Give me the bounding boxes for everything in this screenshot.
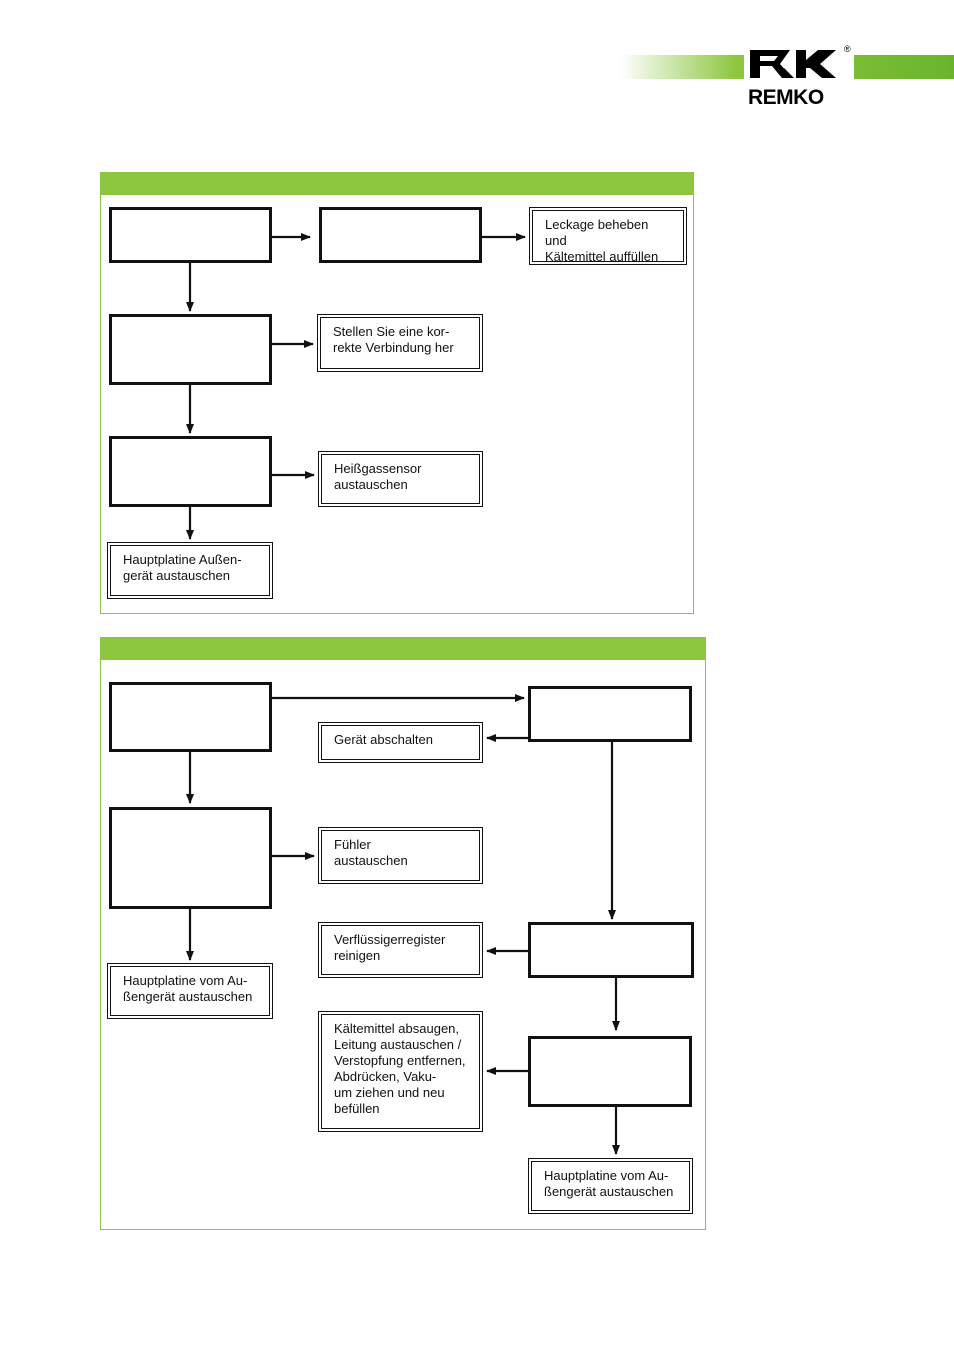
p1-action-replace-mainboard: Hauptplatine Außen- gerät austauschen xyxy=(107,542,273,599)
p2-action-clean-condenser: Verflüssigerregister reinigen xyxy=(318,922,483,978)
p1-action-fix-leak-text: Leckage beheben und Kältemittel auffülle… xyxy=(532,210,684,264)
p2-action-replace-mainboard-left-text: Hauptplatine vom Au- ßengerät austausche… xyxy=(110,966,270,1016)
p1-action-fix-leak: Leckage beheben und Kältemittel auffülle… xyxy=(529,207,687,265)
p2-action-replace-mainboard-right-text: Hauptplatine vom Au- ßengerät austausche… xyxy=(531,1161,690,1211)
p2-action-replace-mainboard-left: Hauptplatine vom Au- ßengerät austausche… xyxy=(107,963,273,1019)
p2-action-switch-off: Gerät abschalten xyxy=(318,722,483,763)
panel-2-header-bar xyxy=(101,638,705,660)
p2-action-refrigerant-repair: Kältemittel absaugen, Leitung austausche… xyxy=(318,1011,483,1132)
p2-action-replace-sensor-text: Fühler austauschen xyxy=(321,830,480,881)
remko-logo-mark xyxy=(750,50,836,78)
p2-action-clean-condenser-text: Verflüssigerregister reinigen xyxy=(321,925,480,975)
p2-question-box-1 xyxy=(109,682,272,752)
p1-action-replace-mainboard-text: Hauptplatine Außen- gerät austauschen xyxy=(110,545,270,596)
p1-action-replace-hotgas-sensor: Heißgassensor austauschen xyxy=(318,451,483,507)
p2-question-box-2 xyxy=(528,686,692,742)
p2-action-switch-off-text: Gerät abschalten xyxy=(321,725,480,760)
p2-question-box-3 xyxy=(109,807,272,909)
p2-action-refrigerant-repair-text: Kältemittel absaugen, Leitung austausche… xyxy=(321,1014,480,1129)
registered-mark: ® xyxy=(844,44,851,54)
p2-question-box-4 xyxy=(528,922,694,978)
p1-question-box-3 xyxy=(109,314,272,385)
panel-1-header-bar xyxy=(101,173,693,195)
p1-action-fix-connection: Stellen Sie eine kor- rekte Verbindung h… xyxy=(317,314,483,372)
p2-question-box-5 xyxy=(528,1036,692,1107)
p1-action-replace-hotgas-sensor-text: Heißgassensor austauschen xyxy=(321,454,480,504)
p2-action-replace-sensor: Fühler austauschen xyxy=(318,827,483,884)
logo-wordmark: REMKO xyxy=(748,86,824,109)
p1-question-box-1 xyxy=(109,207,272,263)
remko-logo: ® REMKO xyxy=(744,44,854,110)
p1-question-box-4 xyxy=(109,436,272,507)
p2-action-replace-mainboard-right: Hauptplatine vom Au- ßengerät austausche… xyxy=(528,1158,693,1214)
p1-action-fix-connection-text: Stellen Sie eine kor- rekte Verbindung h… xyxy=(320,317,480,369)
p1-question-box-2 xyxy=(319,207,482,263)
